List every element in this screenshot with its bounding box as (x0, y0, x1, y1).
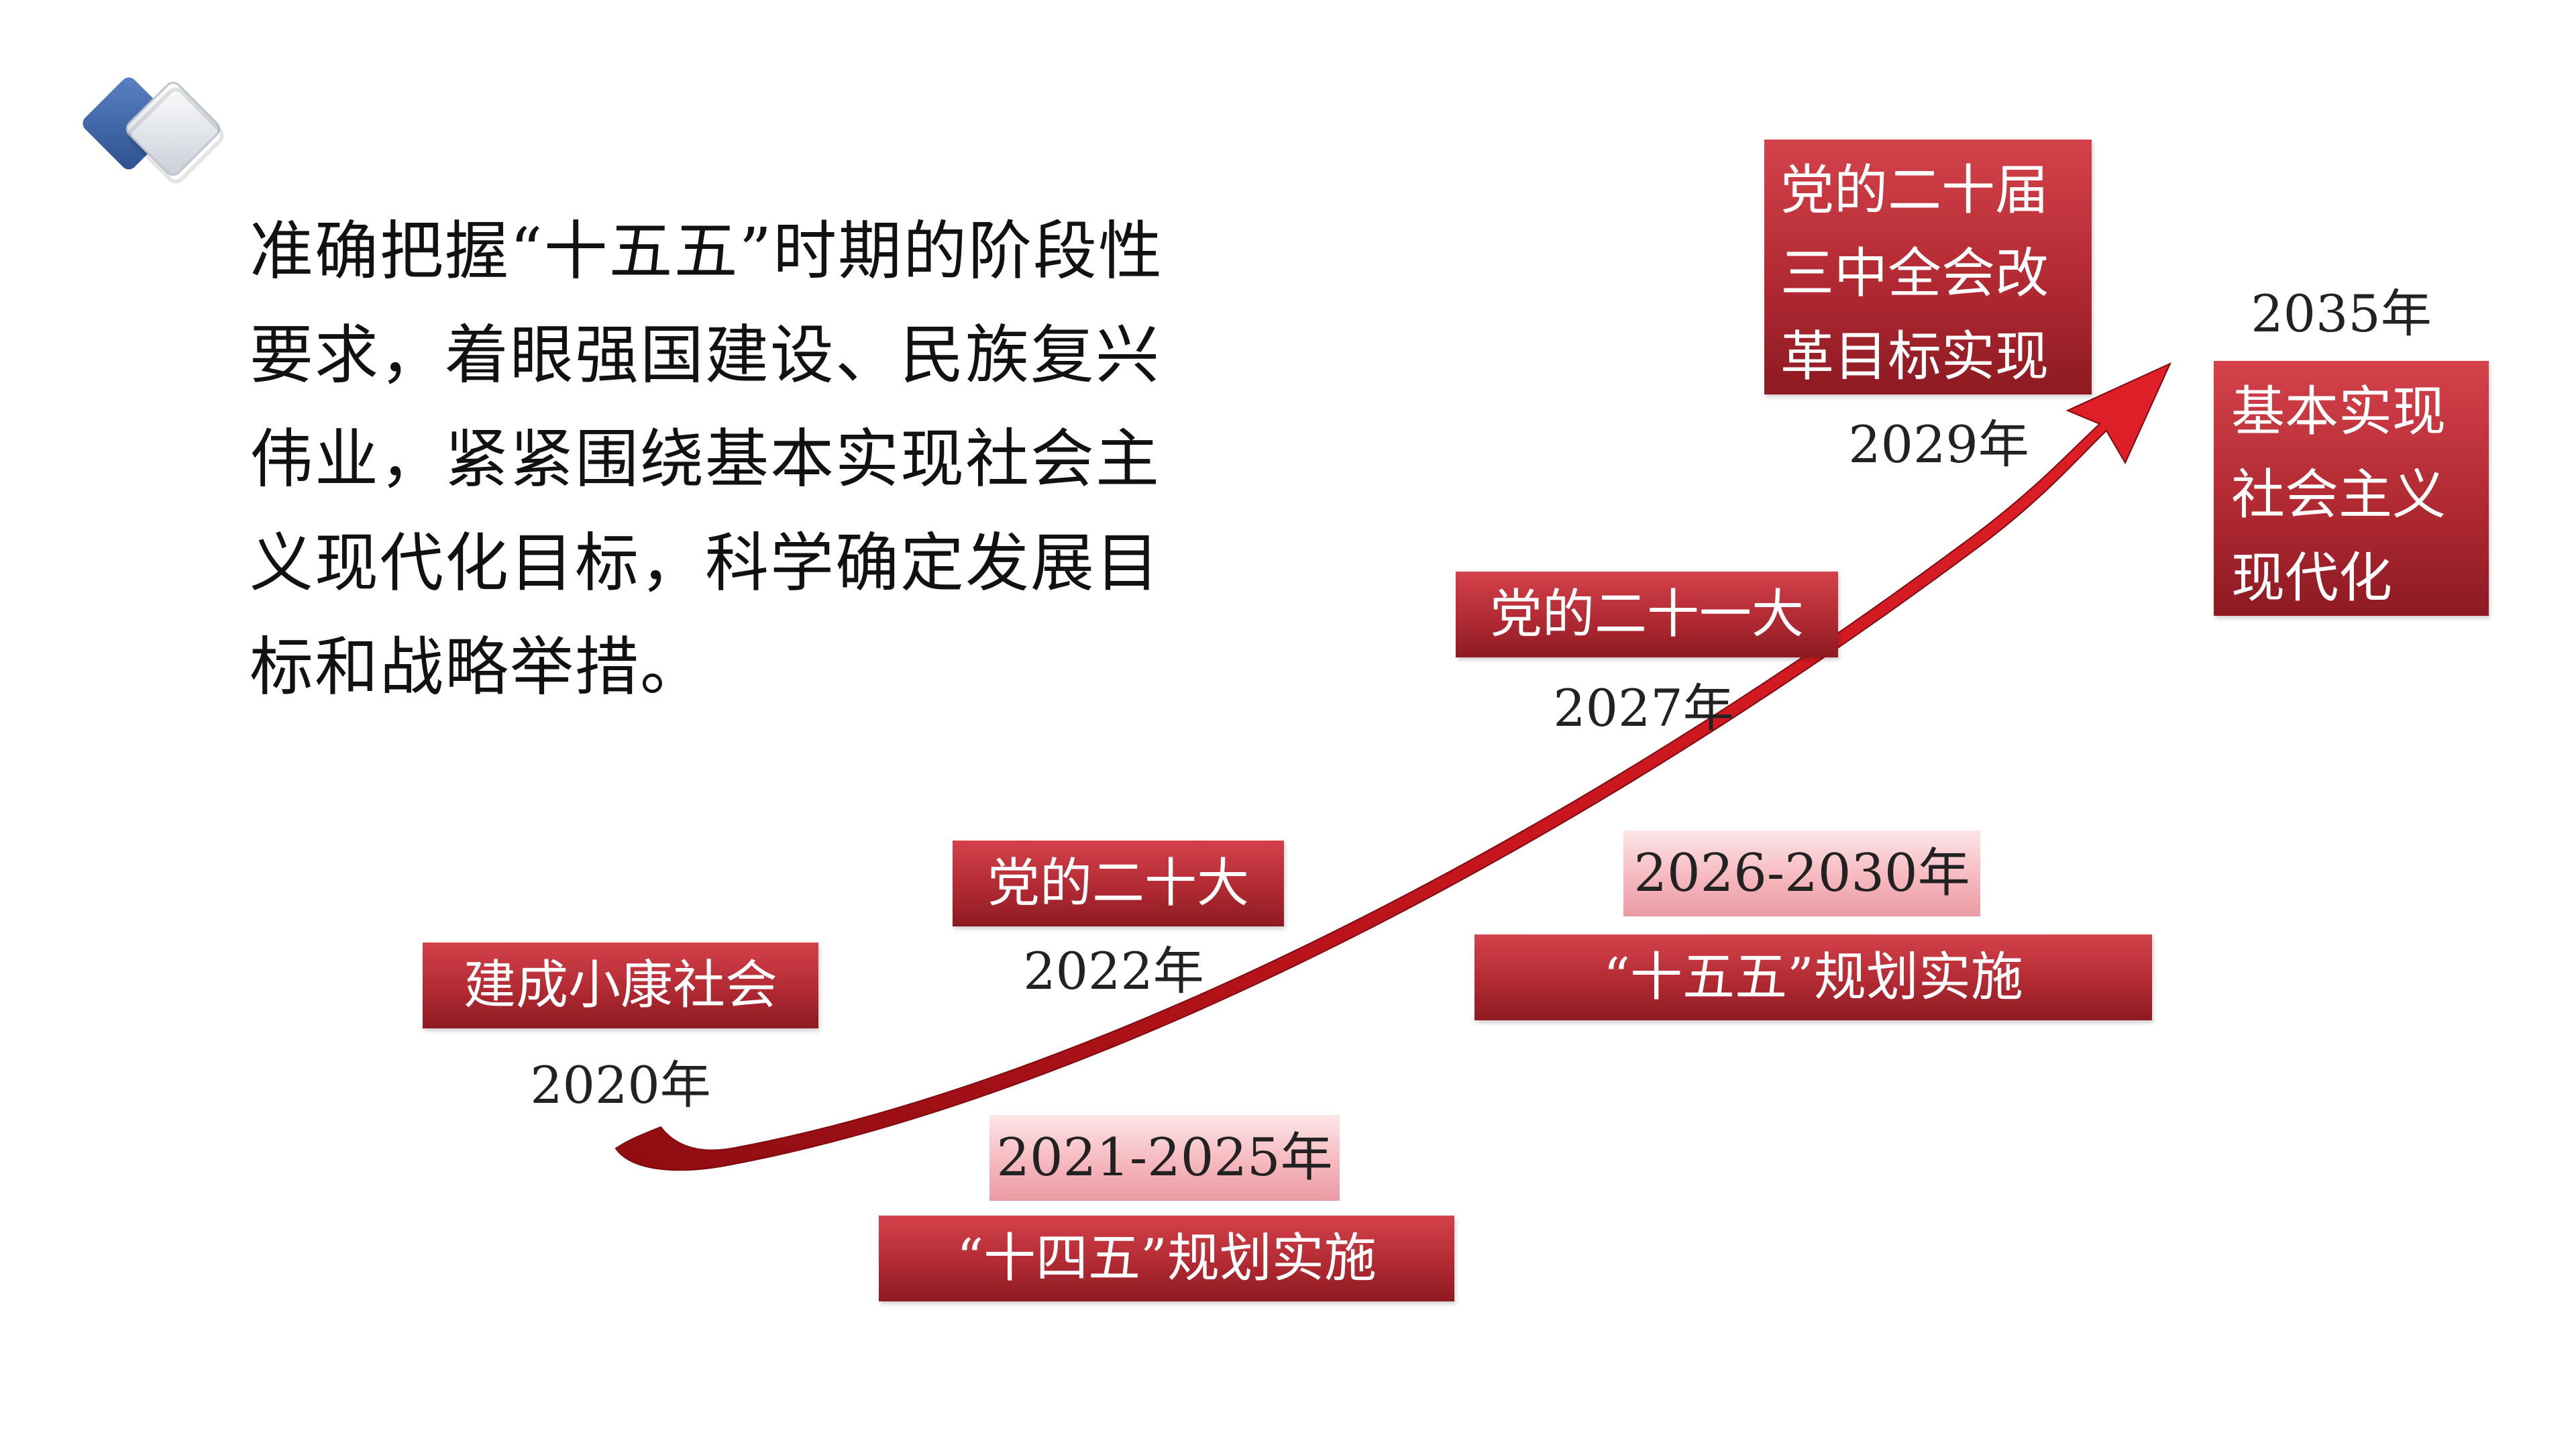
milestone-2022-box: 党的二十大 (953, 841, 1284, 926)
milestone-2029-line-2: 三中全会改 (1780, 242, 2049, 305)
milestone-2029-year: 2029年 (1848, 415, 2029, 474)
statement-text: 准确把握“十五五”时期的阶段性要求，着眼强国建设、民族复兴伟业，紧紧围绕基本实现… (250, 215, 1164, 704)
milestone-2035-year: 2035年 (2251, 284, 2432, 343)
period-15-range-text: 2026-2030年 (1633, 843, 1970, 904)
milestone-2022-label: 党的二十大 (987, 853, 1249, 914)
milestone-2020-box: 建成小康社会 (423, 943, 818, 1028)
period-14-label-box: “十四五”规划实施 (879, 1216, 1454, 1301)
double-diamond-icon (74, 74, 235, 195)
milestone-2027-year: 2027年 (1553, 678, 1734, 738)
milestone-2029-line-3: 革目标实现 (1780, 325, 2049, 388)
period-15-range: 2026-2030年 (1623, 830, 1980, 916)
milestone-2027-label: 党的二十一大 (1489, 584, 1804, 645)
milestone-2035-line-3: 现代化 (2231, 547, 2392, 609)
milestone-2022-year: 2022年 (1023, 941, 1204, 1001)
period-14-range: 2021-2025年 (989, 1115, 1340, 1201)
milestone-2029-box: 党的二十届 三中全会改 革目标实现 (1764, 140, 2092, 394)
milestone-2020-label: 建成小康社会 (463, 955, 777, 1016)
timeline-arrow-body (614, 362, 2172, 1171)
milestone-2020-year: 2020年 (530, 1055, 711, 1115)
period-15-label-box: “十五五”规划实施 (1474, 934, 2152, 1020)
milestone-2029-line-1: 党的二十届 (1780, 159, 2049, 221)
milestone-2035-box: 基本实现 社会主义 现代化 (2214, 361, 2489, 616)
milestone-2035-line-1: 基本实现 (2231, 380, 2446, 443)
milestone-2027-box: 党的二十一大 (1456, 572, 1838, 657)
milestone-2035-line-2: 社会主义 (2231, 464, 2446, 526)
period-15-label: “十五五”规划实施 (1603, 947, 2023, 1008)
period-14-label: “十四五”规划实施 (957, 1228, 1377, 1289)
period-14-range-text: 2021-2025年 (996, 1128, 1333, 1188)
